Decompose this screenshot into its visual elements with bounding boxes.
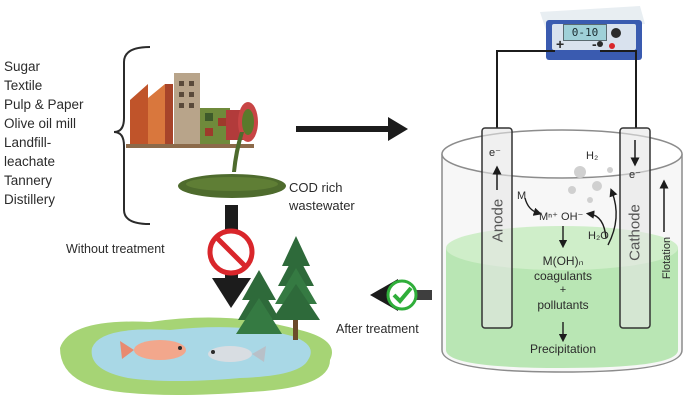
cathode-electron-label: e⁻ xyxy=(629,169,641,181)
industry-item: Distillery xyxy=(4,192,56,207)
wastewater-label-line2: wastewater xyxy=(289,198,355,213)
without-treatment-label: Without treatment xyxy=(66,242,165,256)
anode-electrode[interactable] xyxy=(481,127,513,329)
wastewater-label-line1: COD rich xyxy=(289,180,343,195)
silver-fish-icon xyxy=(208,346,266,362)
check-icon xyxy=(386,279,418,311)
cathode-label: Cathode xyxy=(626,204,644,261)
precipitation-label: Precipitation xyxy=(529,342,597,356)
tall-pine-tree-icon xyxy=(272,236,320,340)
cathode-wire xyxy=(600,50,637,128)
pine-tree-icon xyxy=(236,270,282,334)
coagulants-label: coagulants xyxy=(533,269,593,283)
positive-terminal: + xyxy=(556,36,565,52)
industry-item: Tannery xyxy=(4,173,53,188)
hydroxide-label: M(OH)ₙ xyxy=(542,254,584,268)
brace xyxy=(113,46,151,225)
industry-item: Sugar xyxy=(4,59,41,74)
pond-icon xyxy=(60,317,332,395)
pollutants-label: pollutants xyxy=(537,298,589,312)
power-supply-display: 0-10 xyxy=(563,24,607,41)
cathode-electrode[interactable] xyxy=(619,127,651,329)
gas-bubbles xyxy=(568,166,613,203)
negative-terminal: - xyxy=(592,36,597,52)
ions-label: Mⁿ⁺ OH⁻ xyxy=(539,211,584,223)
industry-source-list: Sugar Textile Pulp & Paper Olive oil mil… xyxy=(4,57,84,209)
pink-fish-icon xyxy=(120,340,186,360)
industry-item: Olive oil mill xyxy=(4,116,77,131)
no-entry-icon xyxy=(207,228,255,276)
industry-item: Landfill- xyxy=(4,135,52,150)
metal-label: M xyxy=(517,190,527,202)
after-treatment-label: After treatment xyxy=(336,322,419,336)
factory-icon xyxy=(126,73,258,148)
waste-stream xyxy=(232,132,244,172)
anode-wire xyxy=(496,50,555,128)
anode-label: Anode xyxy=(489,198,507,243)
flotation-label: Flotation xyxy=(661,236,673,280)
anode-electron-label: e⁻ xyxy=(489,147,501,159)
industry-item: Pulp & Paper xyxy=(4,97,84,112)
hydrogen-label: H₂ xyxy=(586,150,599,162)
plus-label: + xyxy=(559,284,567,296)
industry-item: leachate xyxy=(4,154,56,169)
water-label: H₂O xyxy=(588,230,609,242)
industry-item: Textile xyxy=(4,78,43,93)
